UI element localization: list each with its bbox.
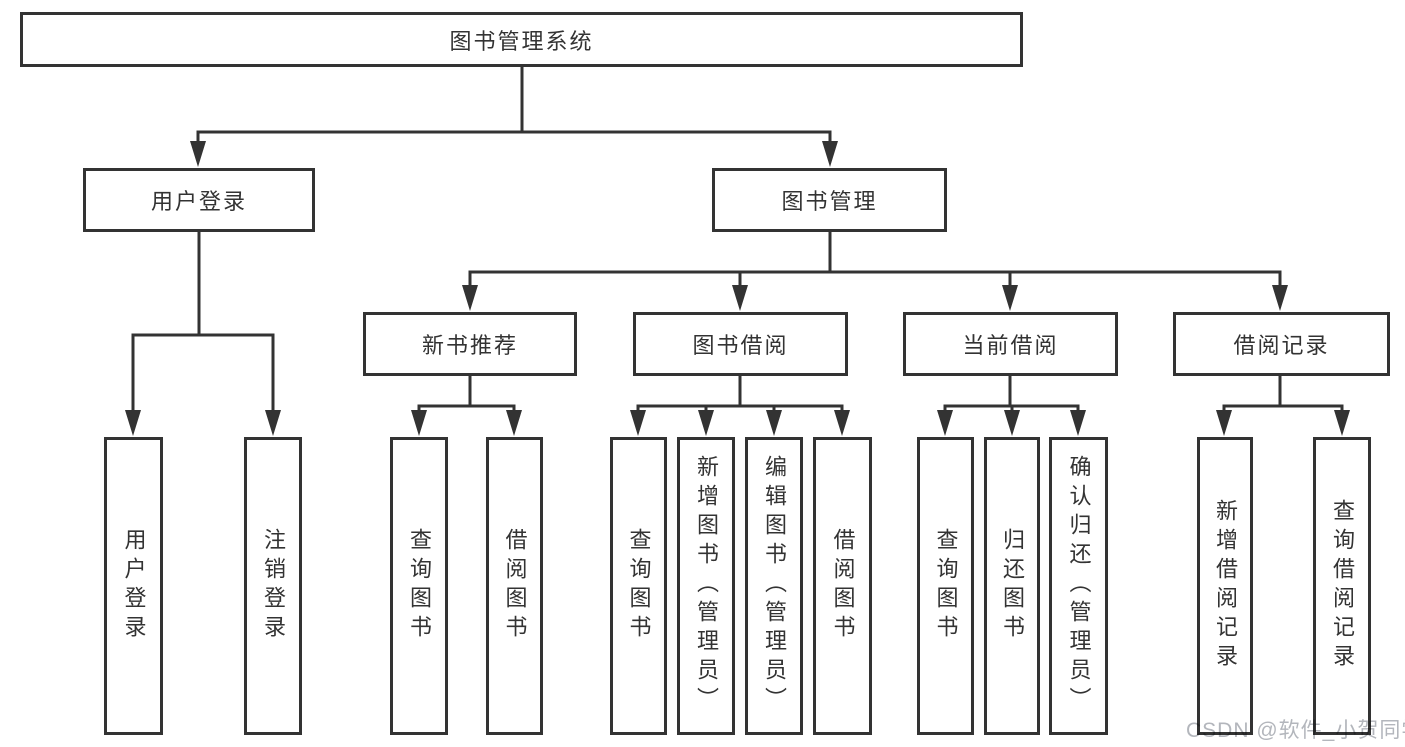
leaf-node-query-books-current: 查询图书 (917, 437, 974, 735)
tree-node-user-login: 用户登录 (83, 168, 315, 232)
leaf-node-borrow-books-recommend: 借阅图书 (486, 437, 543, 735)
leaf-node-confirm-return-admin: 确认归还（管理员） (1049, 437, 1108, 735)
leaf-node-query-books-borrow: 查询图书 (610, 437, 667, 735)
tree-node-book-management: 图书管理 (712, 168, 947, 232)
tree-node-current-borrow: 当前借阅 (903, 312, 1118, 376)
arrowheads (125, 141, 1350, 436)
leaf-node-query-books-recommend: 查询图书 (390, 437, 448, 735)
tree-node-root: 图书管理系统 (20, 12, 1023, 67)
leaf-node-edit-books-admin: 编辑图书（管理员） (745, 437, 803, 735)
leaf-node-return-books: 归还图书 (984, 437, 1040, 735)
tree-node-borrow-records: 借阅记录 (1173, 312, 1390, 376)
leaf-node-add-books-admin: 新增图书（管理员） (677, 437, 735, 735)
leaf-node-user-login: 用户登录 (104, 437, 163, 735)
leaf-node-add-borrow-record: 新增借阅记录 (1197, 437, 1253, 735)
leaf-node-borrow-books: 借阅图书 (813, 437, 872, 735)
leaf-node-logout: 注销登录 (244, 437, 302, 735)
leaf-node-query-borrow-record: 查询借阅记录 (1313, 437, 1371, 735)
csdn-watermark: CSDN @软件_小贺同学 (1186, 719, 1405, 742)
tree-node-new-book-recommend: 新书推荐 (363, 312, 577, 376)
tree-node-book-borrow: 图书借阅 (633, 312, 848, 376)
